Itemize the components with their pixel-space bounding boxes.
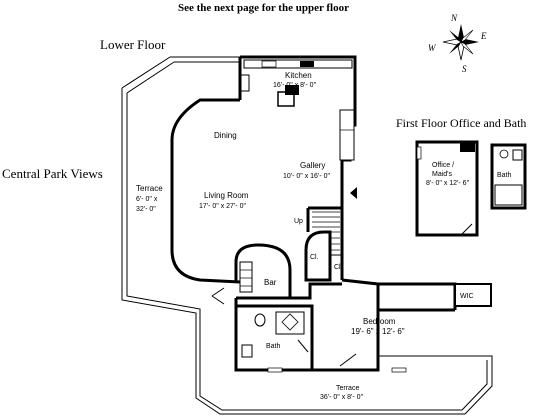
bar-walls: [234, 243, 292, 300]
compass-w-label: W: [428, 43, 437, 53]
terrace-south-label: Terrace: [336, 385, 359, 392]
office-name-b: Maid's: [432, 171, 453, 178]
bath-tub-basin: [281, 313, 299, 331]
view-label: Central Park Views: [2, 166, 103, 181]
stair-walls: [306, 206, 344, 280]
closet-a-walls: [304, 230, 332, 282]
toilet-icon: [254, 313, 266, 327]
office-name-a: Office /: [432, 162, 454, 169]
wic-label: WIC: [460, 293, 474, 300]
bedroom-label: Bedroom: [363, 317, 396, 326]
floor-label: Lower Floor: [100, 37, 166, 52]
bath-tub: [275, 311, 305, 335]
closet-b-label: Cl.: [334, 264, 343, 271]
bar-counter: [239, 261, 253, 293]
upper-floor-note: See the next page for the upper floor: [178, 2, 349, 14]
terrace-west-size-b: 32'- 0": [136, 206, 156, 213]
gallery-label: Gallery: [300, 161, 325, 170]
office-door-swing: [461, 223, 473, 235]
door-swing-3: [339, 353, 357, 367]
window-south-2: [391, 367, 407, 373]
bedroom-size: 19'- 6" x 12'- 6": [351, 327, 405, 336]
bedroom-walls: [234, 278, 380, 372]
kitchen-size: 16'- 0" x 8'- 0": [273, 82, 317, 89]
terrace-edge-top: [121, 56, 171, 89]
wic-box: [454, 283, 492, 307]
staircase: [312, 211, 340, 251]
living-room-size: 17'- 0" x 27'- 0": [199, 203, 246, 210]
kitchen-walls: [238, 55, 357, 100]
kitchen-label: Kitchen: [285, 71, 312, 80]
gallery-size: 10'- 0" x 16'- 0": [283, 173, 330, 180]
kitchen-fridge: [240, 74, 250, 92]
door-swing-2: [297, 339, 309, 353]
kitchen-sink: [261, 60, 277, 68]
living-room-label: Living Room: [204, 191, 249, 200]
wic-walls: [378, 282, 457, 312]
compass-rose-icon: N E S W: [428, 13, 487, 74]
gallery-closet: [339, 109, 355, 161]
closet-a-label: Cl.: [310, 254, 319, 261]
office-bath-tub: [494, 184, 523, 206]
office-bath-label: Bath: [497, 172, 512, 179]
terrace-edge-top-inner: [126, 61, 175, 94]
office-bath-fixture: [512, 149, 523, 161]
terrace-south-size: 36'- 0" x 8'- 0": [320, 394, 364, 401]
bath-walls: [236, 304, 314, 370]
kitchen-appliance: [285, 85, 299, 95]
stair-up-label: Up: [294, 218, 303, 225]
bar-label: Bar: [264, 278, 277, 287]
office-room: [415, 140, 479, 237]
bath-label: Bath: [266, 343, 281, 350]
office-size: 8'- 0" x 12'- 6": [426, 180, 470, 187]
office-section-title: First Floor Office and Bath: [396, 116, 526, 130]
kitchen-stove: [300, 61, 314, 67]
compass-e-label: E: [480, 31, 487, 41]
door-swing-1: [211, 287, 225, 305]
kitchen-counter: [243, 59, 353, 69]
terrace-west-label: Terrace: [136, 184, 163, 193]
office-closet: [460, 143, 475, 152]
window-south-1: [267, 367, 283, 373]
office-toilet-icon: [499, 149, 509, 159]
terrace-west-size-a: 6'- 0" x: [136, 196, 158, 203]
terrace-outline: [121, 88, 493, 415]
office-window: [416, 146, 422, 160]
compass-n-label: N: [450, 13, 458, 23]
bath-sink: [241, 344, 253, 358]
dining-label: Dining: [214, 131, 237, 140]
entry-arrow-icon: [350, 187, 357, 199]
terrace-outline-inner: [126, 93, 488, 411]
compass-s-label: S: [462, 64, 467, 74]
